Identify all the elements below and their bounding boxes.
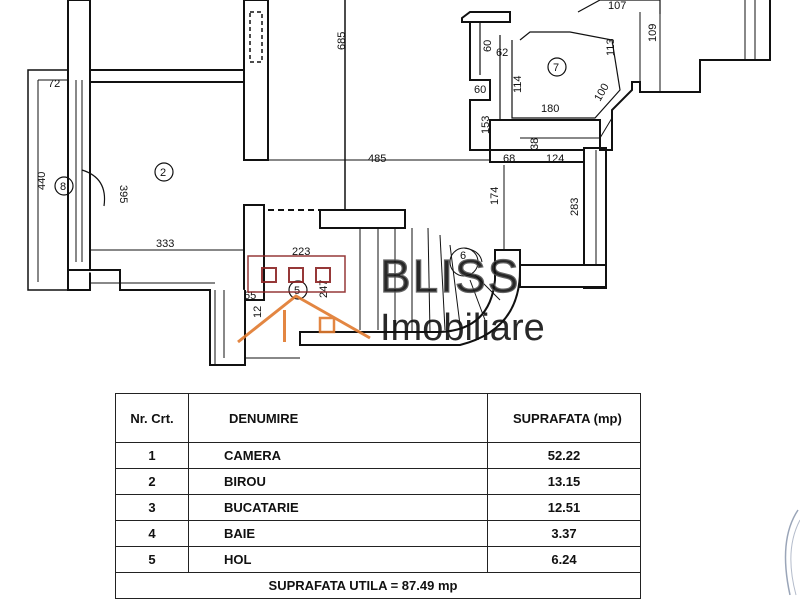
- room-number-8: 8: [60, 181, 66, 193]
- row-name: BUCATARIE: [188, 494, 488, 521]
- row-name: BIROU: [188, 468, 488, 495]
- room7-walls: [469, 0, 771, 151]
- room-number-2: 2: [160, 167, 166, 179]
- dim-174: 174: [489, 187, 501, 205]
- row-name: CAMERA: [188, 442, 488, 469]
- dim-223: 223: [292, 246, 310, 258]
- logo-brand: BLISS: [380, 250, 520, 302]
- table-row: 4 BAIE 3.37: [115, 520, 641, 547]
- dim-114: 114: [512, 75, 524, 93]
- dim-68: 68: [503, 153, 515, 165]
- dim-62: 62: [496, 47, 508, 59]
- logo-roof: [237, 294, 371, 344]
- dim-440: 440: [36, 172, 48, 190]
- dim-124: 124: [546, 153, 564, 165]
- dim-38: 38: [529, 138, 541, 150]
- left-wall: [67, 0, 91, 291]
- logo-watermark: BLISS Imobiliare: [237, 249, 545, 349]
- table-header-row: Nr. Crt. DENUMIRE SUPRAFATA (mp): [115, 393, 641, 443]
- dim-109: 109: [647, 24, 659, 42]
- dim-100: 100: [592, 82, 612, 104]
- dim-247: 247: [318, 280, 330, 298]
- bottom-wall-stair: [299, 249, 521, 346]
- dim-65: 65: [244, 290, 256, 302]
- dim-153: 153: [480, 116, 492, 134]
- dim-333: 333: [156, 238, 174, 250]
- row-nr: 1: [115, 442, 189, 469]
- header-name: DENUMIRE: [188, 393, 488, 443]
- table-row: 3 BUCATARIE 12.51: [115, 494, 641, 521]
- floor-plan: 685 107 109 113 100 180 60 62 114 60 153…: [27, 0, 771, 366]
- dim-113: 113: [605, 38, 617, 56]
- header-area: SUPRAFATA (mp): [487, 393, 641, 443]
- logo-sub: Imobiliare: [380, 307, 545, 349]
- dim-12: 12: [252, 306, 264, 318]
- table-row: 5 HOL 6.24: [115, 546, 641, 573]
- wall-segment-mid: [243, 204, 265, 301]
- row-area: 52.22: [487, 442, 641, 469]
- logo-house-frame: [247, 255, 346, 293]
- row-nr: 5: [115, 546, 189, 573]
- row-nr: 3: [115, 494, 189, 521]
- bottom-wall-left: [68, 269, 246, 366]
- row-nr: 2: [115, 468, 189, 495]
- dim-395: 395: [117, 185, 129, 203]
- spiral-stair: [359, 227, 501, 333]
- dim-107: 107: [608, 0, 626, 12]
- room-number-5: 5: [294, 285, 300, 297]
- dim-72: 72: [48, 78, 60, 90]
- dimension-labels: 685 107 109 113 100 180 60 62 114 60 153…: [36, 0, 659, 318]
- door-arc: [81, 169, 106, 207]
- row-area: 6.24: [487, 546, 641, 573]
- dim-283: 283: [569, 198, 581, 216]
- room-marker-8: [54, 176, 74, 196]
- stamp-fragment: [784, 509, 800, 596]
- row-name: BAIE: [188, 520, 488, 547]
- room-number-6: 6: [460, 250, 466, 262]
- top-wall-room2: [89, 69, 269, 83]
- room-number-7: 7: [553, 62, 559, 74]
- dim-60-upper: 60: [482, 40, 494, 52]
- dim-485: 485: [368, 153, 386, 165]
- table-row: 2 BIROU 13.15: [115, 468, 641, 495]
- area-table: Nr. Crt. DENUMIRE SUPRAFATA (mp) 1 CAMER…: [115, 393, 641, 599]
- wall-right-base: [519, 264, 607, 288]
- room-marker-7: [547, 57, 567, 77]
- row-name: HOL: [188, 546, 488, 573]
- row-area: 3.37: [487, 520, 641, 547]
- table-row: 1 CAMERA 52.22: [115, 442, 641, 469]
- header-nr: Nr. Crt.: [115, 393, 189, 443]
- total-row: SUPRAFATA UTILA = 87.49 mp: [115, 572, 641, 599]
- pillar-dashed: [249, 11, 263, 63]
- dim-60-lower: 60: [474, 84, 486, 96]
- row-area: 13.15: [487, 468, 641, 495]
- total-area: SUPRAFATA UTILA = 87.49 mp: [115, 572, 641, 599]
- dim-685: 685: [336, 32, 348, 50]
- stair-landing: [319, 209, 406, 229]
- dim-180: 180: [541, 103, 559, 115]
- pillar-top: [243, 0, 269, 161]
- room-marker-2: [154, 162, 174, 182]
- row-nr: 4: [115, 520, 189, 547]
- row-area: 12.51: [487, 494, 641, 521]
